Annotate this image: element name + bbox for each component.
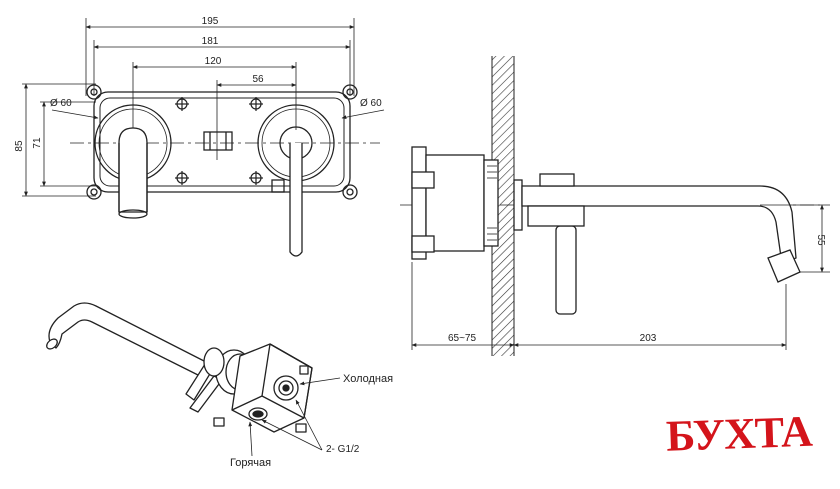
dim-left-diameter: Ø 60 bbox=[50, 98, 72, 109]
label-hot: Горячая bbox=[230, 457, 271, 469]
dim-spout-length: 203 bbox=[640, 333, 657, 344]
brand-logo: БУХТА bbox=[665, 406, 815, 462]
dim-half-spacing: 56 bbox=[252, 74, 264, 85]
logo-text: БУХТА bbox=[665, 407, 813, 461]
front-view bbox=[22, 18, 385, 257]
isometric-view bbox=[46, 302, 341, 457]
dim-spout-drop: 55 bbox=[815, 234, 826, 246]
dim-height-outer: 85 bbox=[14, 140, 25, 152]
dim-height-inner: 71 bbox=[32, 137, 43, 149]
dim-wall-depth: 65~75 bbox=[448, 333, 477, 344]
dim-width-outer: 195 bbox=[202, 16, 219, 27]
dim-center-spacing: 120 bbox=[205, 56, 222, 67]
label-cold: Холодная bbox=[343, 373, 393, 385]
label-connection: 2- G1/2 bbox=[326, 444, 360, 455]
dim-right-diameter: Ø 60 bbox=[360, 98, 382, 109]
side-view bbox=[400, 56, 830, 356]
dim-width-inner: 181 bbox=[202, 36, 219, 47]
